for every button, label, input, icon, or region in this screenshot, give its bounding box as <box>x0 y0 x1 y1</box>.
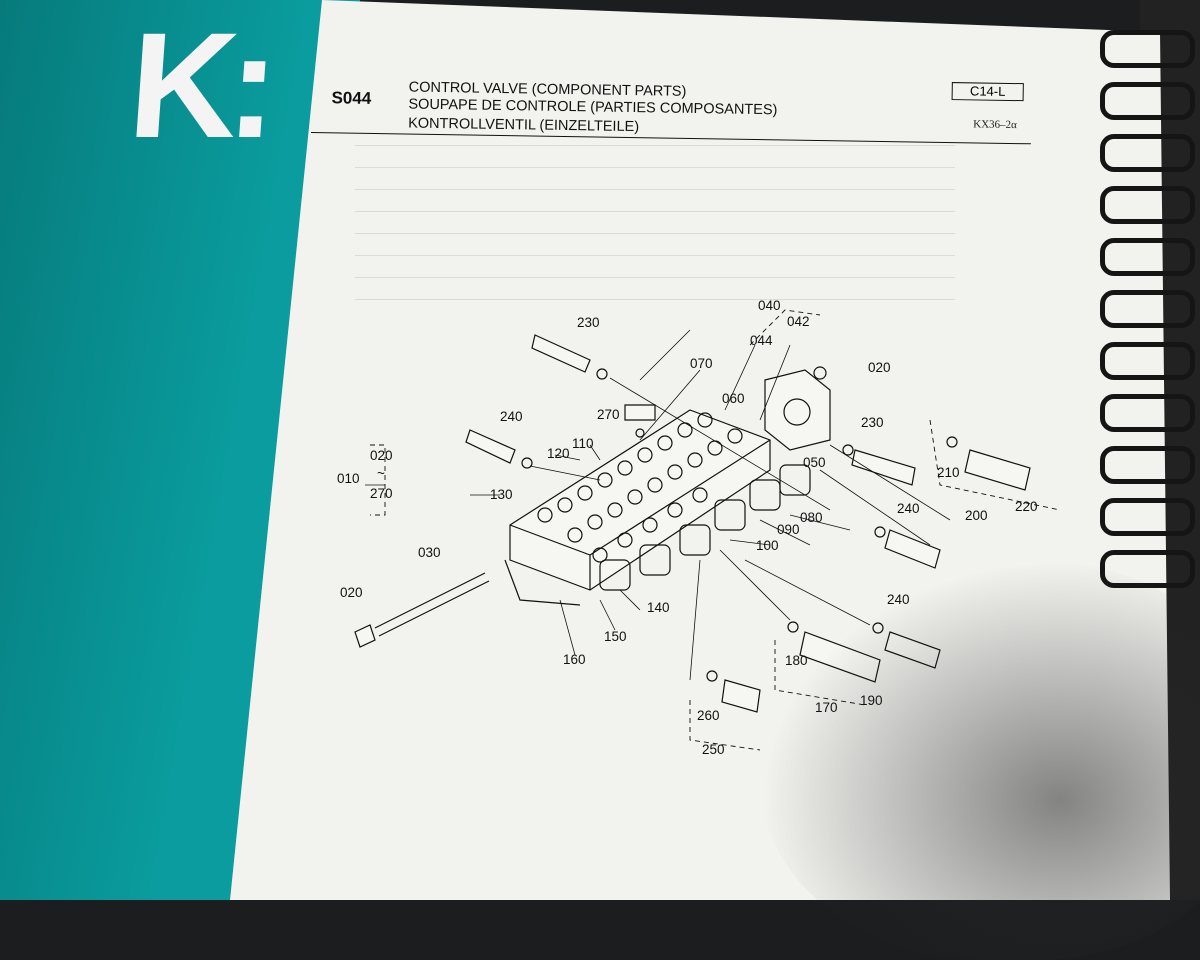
label-210: 210 <box>937 465 960 480</box>
valve-ports <box>537 412 743 563</box>
label-044: 044 <box>750 333 773 348</box>
plug-270 <box>624 404 656 438</box>
leader-lines <box>365 329 951 681</box>
label-range-sep: ~ <box>377 466 385 481</box>
label-070: 070 <box>690 356 713 371</box>
part-labels: 010 020 ~ 270 020 030 040 042 044 020 05… <box>337 298 1038 757</box>
label-020-cover: 020 <box>868 360 891 375</box>
binder-ring <box>1100 446 1195 484</box>
label-120: 120 <box>547 446 570 461</box>
relief-valve-220 <box>946 436 1031 491</box>
label-270-range: 270 <box>370 486 393 501</box>
label-030: 030 <box>418 545 441 560</box>
label-050: 050 <box>803 455 826 470</box>
label-230-top: 230 <box>577 315 600 330</box>
plug-250 <box>706 670 761 713</box>
binder-ring <box>1100 342 1195 380</box>
binder-ring <box>1100 290 1195 328</box>
label-020-nut: 020 <box>340 585 363 600</box>
show-through-table <box>355 145 1055 345</box>
exploded-parts-diagram: 010 020 ~ 270 020 030 040 042 044 020 05… <box>337 298 1061 757</box>
valve-block <box>504 409 771 606</box>
label-240-left: 240 <box>500 409 523 424</box>
label-160: 160 <box>563 652 586 667</box>
label-080: 080 <box>800 510 823 525</box>
label-250: 250 <box>702 742 725 757</box>
label-270: 270 <box>597 407 620 422</box>
label-150: 150 <box>604 629 627 644</box>
label-060: 060 <box>722 391 745 406</box>
label-230-right: 230 <box>861 415 884 430</box>
binder-ring <box>1100 30 1195 68</box>
label-240-mid: 240 <box>897 501 920 516</box>
label-200: 200 <box>965 508 988 523</box>
label-040: 040 <box>758 298 781 313</box>
tie-bolt <box>354 572 490 648</box>
binder-ring <box>1100 186 1195 224</box>
label-140: 140 <box>647 600 670 615</box>
relief-valve-230-top <box>531 334 608 380</box>
spool-caps <box>599 464 811 591</box>
inlet-cover <box>764 366 831 451</box>
label-110: 110 <box>572 436 594 451</box>
relief-valve-240-mid <box>874 526 941 569</box>
label-100: 100 <box>756 538 779 553</box>
binder-ring <box>1100 134 1195 172</box>
binder-ring <box>1100 82 1195 120</box>
label-260: 260 <box>697 708 720 723</box>
label-042: 042 <box>787 314 810 329</box>
label-130: 130 <box>490 487 513 502</box>
label-020-range: 020 <box>370 448 393 463</box>
label-090: 090 <box>777 522 800 537</box>
binder-ring <box>1100 498 1195 536</box>
relief-valve-230-right <box>842 444 916 486</box>
binder-ring <box>1100 394 1195 432</box>
label-010: 010 <box>337 471 360 486</box>
binder-ring <box>1100 238 1195 276</box>
label-220: 220 <box>1015 499 1038 514</box>
relief-valve-240-left <box>465 429 533 469</box>
hand-shadow <box>760 560 1200 960</box>
